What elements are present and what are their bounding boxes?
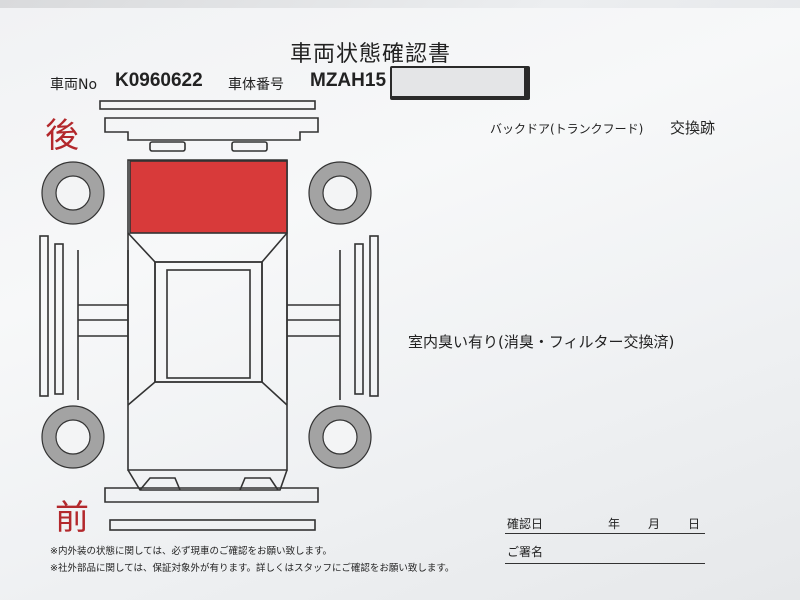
rear-lamp-right — [231, 141, 268, 152]
wheels — [41, 161, 372, 469]
disclaimer: ※内外装の状態に関しては、必ず現車のご確認をお願い致します。 — [50, 546, 333, 557]
backdoor-note-suffix: 交換跡 — [670, 119, 716, 137]
rear-glass-line — [127, 232, 288, 263]
interior-note: 室内臭い有り(消臭・フィルター交換済) — [408, 333, 675, 351]
confirm-date-field[interactable]: 確認日 年 月 日 — [505, 515, 705, 534]
body-no-value: MZAH15 — [310, 70, 387, 91]
signature-label: ご署名 — [507, 545, 544, 559]
right-side — [286, 250, 341, 400]
rear-bumper — [104, 117, 319, 141]
disclaimer: ※社外部品に関しては、保証対象外が有ります。詳しくはスタッフにご確認をお願い致し… — [50, 563, 455, 574]
vehicle-no-value: K0960622 — [115, 70, 203, 91]
signature-field[interactable]: ご署名 — [505, 543, 705, 564]
rear-lamp-left — [149, 141, 186, 152]
roof-inner — [166, 269, 251, 379]
left-step — [39, 235, 49, 397]
front-label: 前 — [55, 498, 89, 538]
header-bar — [99, 100, 316, 110]
hood-line — [127, 469, 288, 491]
rear-label: 後 — [45, 116, 79, 156]
windshield-line — [127, 381, 288, 406]
page-title: 車両状態確認書 — [290, 42, 452, 67]
right-step — [369, 235, 379, 397]
month-label: 月 — [648, 517, 661, 531]
left-side — [77, 250, 129, 400]
backdoor-note: バックドア(トランクフード) — [490, 122, 644, 136]
roof — [154, 261, 263, 383]
redaction-sticker — [390, 66, 530, 100]
front-lip — [109, 519, 316, 531]
backdoor-damage-area — [129, 160, 288, 234]
confirm-date-label: 確認日 — [507, 517, 544, 531]
front-bumper — [104, 487, 319, 503]
vehicle-no-label: 車両No — [50, 77, 98, 93]
headlights — [139, 477, 279, 491]
body-no-label: 車体番号 — [228, 77, 284, 93]
year-label: 年 — [608, 517, 621, 531]
day-label: 日 — [688, 517, 701, 531]
